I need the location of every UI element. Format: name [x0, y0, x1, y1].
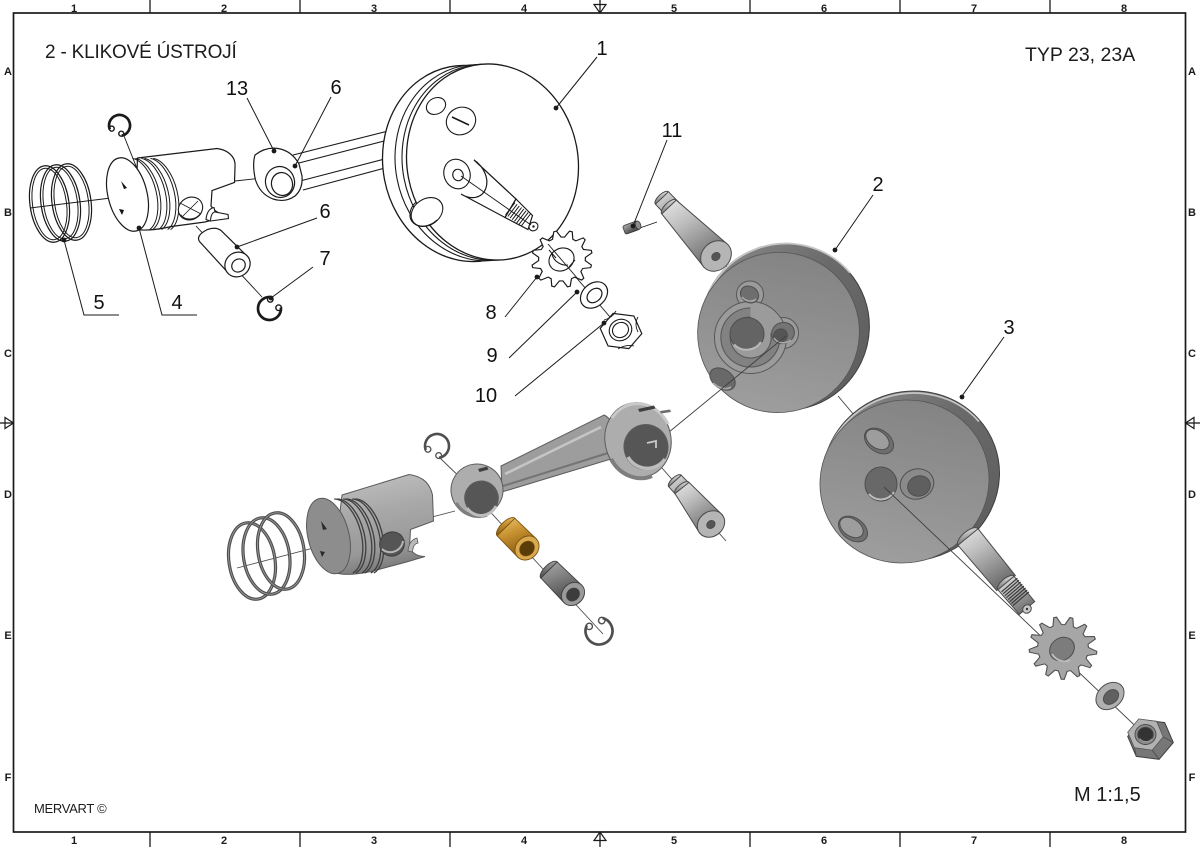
- svg-text:E: E: [4, 630, 11, 642]
- svg-text:F: F: [5, 772, 12, 784]
- svg-text:A: A: [4, 66, 12, 78]
- svg-text:2: 2: [872, 174, 883, 196]
- svg-text:2: 2: [221, 3, 227, 15]
- svg-text:B: B: [1188, 207, 1196, 219]
- svg-text:2 - KLIKOVÉ ÚSTROJÍ: 2 - KLIKOVÉ ÚSTROJÍ: [45, 41, 237, 63]
- svg-text:4: 4: [521, 3, 528, 15]
- svg-text:10: 10: [475, 385, 497, 407]
- svg-text:5: 5: [671, 835, 677, 847]
- svg-text:B: B: [4, 207, 12, 219]
- svg-text:5: 5: [671, 3, 677, 15]
- svg-text:8: 8: [485, 302, 496, 324]
- svg-text:3: 3: [1003, 317, 1014, 339]
- svg-text:MERVART ©: MERVART ©: [34, 801, 107, 816]
- svg-text:6: 6: [821, 835, 827, 847]
- svg-text:C: C: [4, 348, 12, 360]
- svg-text:3: 3: [371, 835, 377, 847]
- svg-text:8: 8: [1121, 3, 1127, 15]
- svg-text:A: A: [1188, 66, 1196, 78]
- svg-text:7: 7: [319, 248, 330, 270]
- svg-text:4: 4: [171, 292, 182, 314]
- svg-text:7: 7: [971, 3, 977, 15]
- svg-text:TYP 23, 23A: TYP 23, 23A: [1025, 44, 1135, 66]
- svg-text:8: 8: [1121, 835, 1127, 847]
- svg-text:D: D: [1188, 489, 1196, 501]
- svg-text:6: 6: [319, 201, 330, 223]
- svg-text:E: E: [1188, 630, 1195, 642]
- svg-text:D: D: [4, 489, 12, 501]
- svg-text:4: 4: [521, 835, 528, 847]
- svg-text:5: 5: [93, 292, 104, 314]
- svg-text:7: 7: [971, 835, 977, 847]
- svg-text:1: 1: [596, 38, 607, 60]
- svg-text:1: 1: [71, 835, 77, 847]
- svg-text:11: 11: [662, 120, 683, 142]
- svg-text:3: 3: [371, 3, 377, 15]
- svg-text:M 1:1,5: M 1:1,5: [1074, 784, 1141, 806]
- svg-text:2: 2: [221, 835, 227, 847]
- svg-text:F: F: [1189, 772, 1196, 784]
- svg-text:9: 9: [486, 345, 497, 367]
- svg-text:C: C: [1188, 348, 1196, 360]
- svg-text:6: 6: [330, 77, 341, 99]
- svg-text:1: 1: [71, 3, 77, 15]
- svg-text:13: 13: [226, 78, 248, 100]
- svg-text:6: 6: [821, 3, 827, 15]
